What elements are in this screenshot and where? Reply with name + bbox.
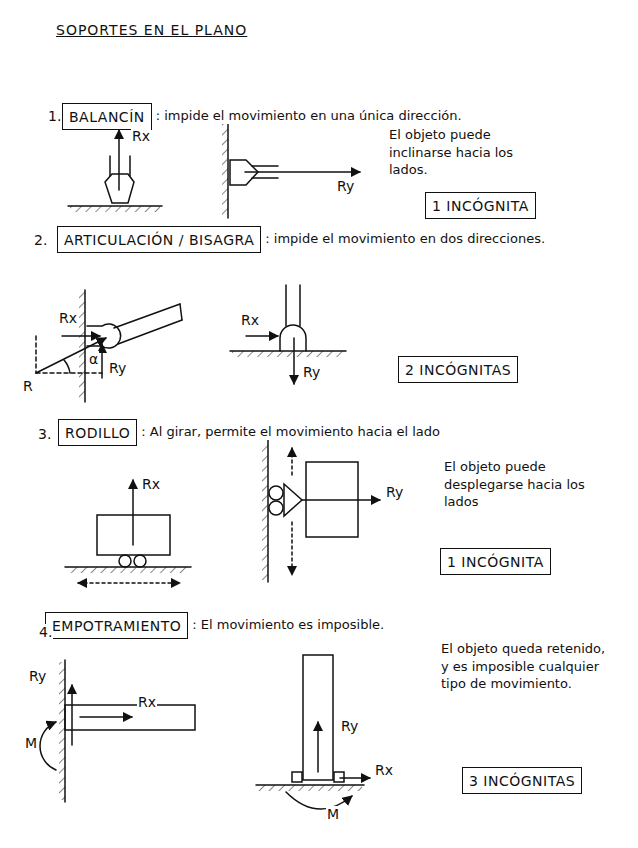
support-box: EMPOTRAMIENTO — [45, 612, 188, 639]
page-title: SOPORTES EN EL PLANO — [56, 22, 247, 38]
force-label: Rx — [141, 476, 161, 493]
support-box: 1 INCÓGNITA — [425, 192, 536, 219]
force-label: Rx — [131, 128, 151, 145]
moment-label: M — [326, 806, 340, 823]
force-label: Ry — [336, 178, 355, 195]
box-text: 3 INCÓGNITAS — [469, 773, 575, 789]
support-box: RODILLO — [58, 419, 137, 446]
support-box: 3 INCÓGNITAS — [462, 767, 582, 794]
note-text: El objeto puede inclinarse hacia los lad… — [388, 126, 530, 179]
force-label: Ry — [340, 718, 359, 735]
section-number: 1. — [47, 108, 62, 125]
angle-label: α — [88, 351, 99, 368]
force-label: Ry — [28, 668, 47, 685]
box-text: EMPOTRAMIENTO — [52, 618, 181, 634]
support-description: : impide el movimiento en una única dire… — [155, 108, 463, 124]
note-text: El objeto puede desplegarse hacia los la… — [443, 458, 595, 511]
box-text: 1 INCÓGNITA — [432, 198, 529, 214]
force-label: Rx — [58, 310, 78, 327]
force-label: Rx — [137, 694, 157, 711]
support-box: 1 INCÓGNITA — [440, 548, 551, 575]
support-box: 2 INCÓGNITAS — [398, 356, 518, 383]
force-label: Rx — [240, 312, 260, 329]
box-text: BALANCÍN — [69, 109, 145, 125]
support-box: BALANCÍN — [62, 103, 152, 130]
hinge-ground — [230, 285, 346, 384]
section-number: 2. — [33, 232, 48, 249]
support-description: : impide el movimiento en dos direccione… — [264, 231, 546, 247]
section-number: 3. — [37, 426, 52, 443]
box-text: 2 INCÓGNITAS — [405, 362, 511, 378]
note-text: El objeto queda retenido, y es imposible… — [440, 640, 607, 693]
force-label: Ry — [302, 364, 321, 381]
roller-wall — [262, 440, 380, 582]
fixed-ground — [256, 655, 370, 809]
box-text: 1 INCÓGNITA — [447, 554, 544, 570]
fixed-wall — [40, 660, 195, 802]
force-label: Rx — [374, 762, 394, 779]
section-number: 4. — [38, 624, 53, 641]
force-label: Ry — [385, 484, 404, 501]
hinge-wall — [36, 290, 182, 402]
support-description: : El movimiento es imposible. — [191, 617, 385, 633]
box-text: ARTICULACIÓN / BISAGRA — [64, 232, 254, 248]
force-label: R — [22, 378, 34, 395]
support-description: : Al girar, permite el movimiento hacia … — [140, 424, 441, 440]
moment-label: M — [24, 735, 38, 752]
rocker-wall — [222, 120, 360, 218]
support-box: ARTICULACIÓN / BISAGRA — [57, 226, 261, 253]
box-text: RODILLO — [65, 425, 130, 441]
force-label: Ry — [108, 360, 127, 377]
roller-ground — [65, 480, 191, 583]
